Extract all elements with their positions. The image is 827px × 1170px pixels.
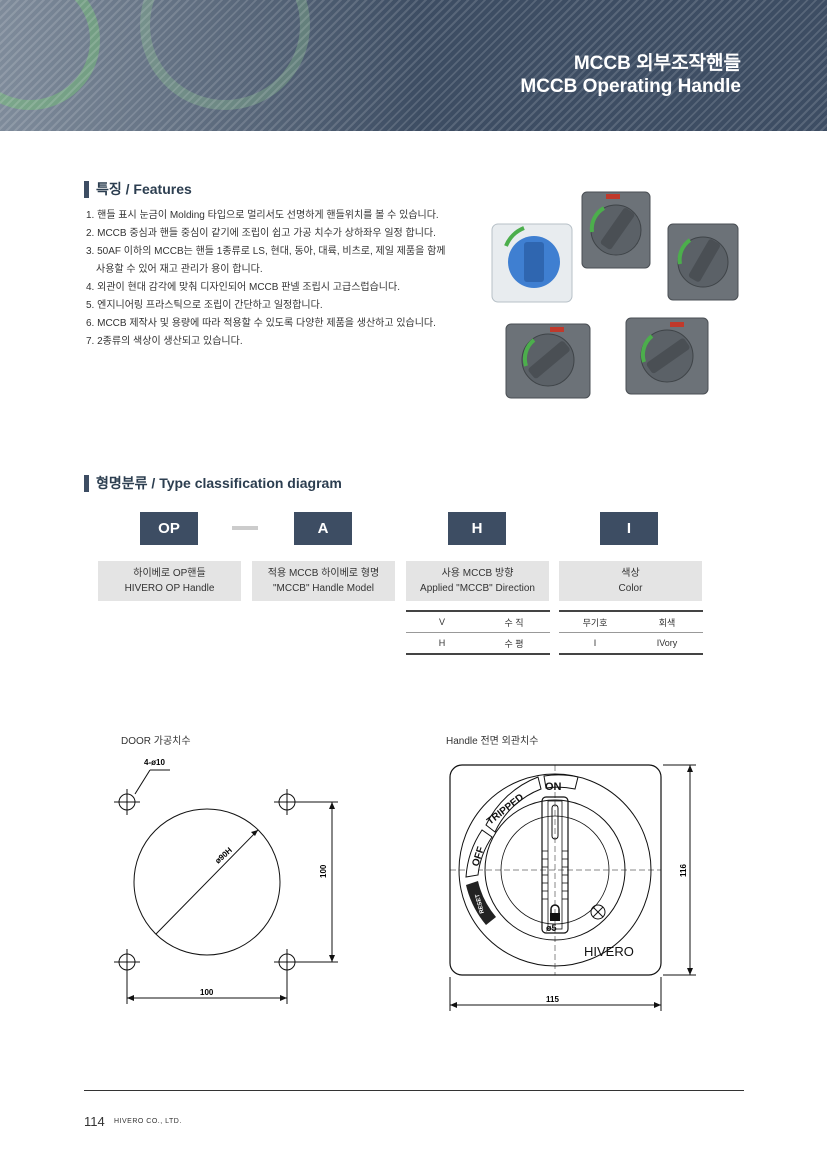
label-direction: 사용 MCCB 방향 Applied "MCCB" Direction: [406, 561, 549, 601]
banner-stripes: [0, 0, 827, 131]
page-number: 114: [84, 1114, 105, 1129]
feature-item: 1. 핸들 표시 눈금이 Molding 타입으로 멀리서도 선명하게 핸들위치…: [86, 210, 439, 221]
color-table: 무기호 회색 I IVory: [559, 610, 703, 655]
features-heading-text: 특징 / Features: [96, 181, 192, 197]
code-op: OP: [140, 512, 198, 545]
reset-label: RESET: [475, 893, 486, 914]
feature-item: 2. MCCB 중심과 핸들 중심이 같기에 조립이 쉽고 가공 치수가 상하좌…: [86, 228, 436, 239]
table-row: H 수 평: [406, 632, 550, 655]
brand-logo-text: HIVERO: [584, 944, 634, 959]
page-title-ko: MCCB 외부조작핸들: [573, 53, 741, 74]
code-a: A: [294, 512, 352, 545]
lock-size-label: ø5: [546, 923, 557, 933]
heading-bar: [84, 180, 89, 198]
height-label: 100: [319, 864, 328, 878]
product-gray: [505, 323, 591, 399]
table-cell: I: [559, 632, 631, 655]
product-photos: [491, 191, 739, 399]
label-en: Color: [618, 583, 643, 594]
label-ko: 사용 MCCB 방향: [441, 568, 514, 579]
screw-icon: [590, 904, 606, 920]
table-cell: 수 평: [478, 632, 550, 655]
code-i: I: [600, 512, 658, 545]
handle-drawing-title: Handle 전면 외관치수: [446, 736, 539, 747]
table-cell: V: [406, 610, 478, 633]
label-ko: 색상: [621, 568, 640, 579]
label-ko: 하이베로 OP핸들: [133, 568, 206, 579]
feature-item: 4. 외관이 현대 감각에 맞춰 디자인되어 MCCB 판넬 조립시 고급스럽습…: [86, 282, 400, 293]
code-dash: [232, 526, 258, 530]
diameter-label: ø90H: [213, 846, 234, 866]
footer-divider: [84, 1090, 744, 1091]
product-gray: [581, 191, 651, 269]
label-en: "MCCB" Handle Model: [272, 583, 375, 594]
table-cell: 회색: [631, 610, 703, 633]
table-row: 무기호 회색: [559, 610, 703, 633]
door-drawing-title: DOOR 가공치수: [121, 736, 191, 747]
feature-item: 6. MCCB 제작사 및 용량에 따라 적용할 수 있도록 다양한 제품을 생…: [86, 318, 436, 329]
direction-table: V 수 직 H 수 평: [406, 610, 550, 655]
label-en: HIVERO OP Handle: [124, 583, 215, 594]
leader-line: [134, 769, 151, 795]
table-row: V 수 직: [406, 610, 550, 633]
code-h: H: [448, 512, 506, 545]
holes-label: 4-ø10: [144, 758, 165, 767]
features-list: 1. 핸들 표시 눈금이 Molding 타입으로 멀리서도 선명하게 핸들위치…: [86, 207, 481, 351]
door-cutout-drawing: 4-ø10 ø90H 100 100: [114, 758, 338, 1004]
product-gray: [667, 223, 739, 301]
on-label: ON: [545, 781, 562, 793]
type-heading-text: 형명분류 / Type classification diagram: [96, 475, 342, 491]
feature-item: 사용할 수 있어 재고 관리가 용이 합니다.: [96, 264, 263, 275]
header-banner: MCCB 외부조작핸들 MCCB Operating Handle: [0, 0, 827, 131]
label-color: 색상 Color: [559, 561, 702, 601]
table-cell: H: [406, 632, 478, 655]
table-cell: IVory: [631, 632, 703, 655]
width-label: 100: [200, 988, 214, 997]
diameter-line: [155, 829, 259, 935]
label-ko: 적용 MCCB 하이베로 형명: [267, 568, 380, 579]
table-row: I IVory: [559, 632, 703, 655]
company-name: HIVERO CO., LTD.: [114, 1118, 182, 1125]
label-model: 적용 MCCB 하이베로 형명 "MCCB" Handle Model: [252, 561, 395, 601]
product-gray: [625, 317, 709, 395]
product-ivory: [491, 223, 573, 303]
label-en: Applied "MCCB" Direction: [420, 583, 535, 594]
label-op: 하이베로 OP핸들 HIVERO OP Handle: [98, 561, 241, 601]
features-heading: 특징 / Features: [84, 179, 192, 199]
feature-item: 5. 엔지니어링 프라스틱으로 조립이 간단하고 일정합니다.: [86, 300, 323, 311]
padlock-icon: [550, 913, 560, 921]
center-cutout: [133, 808, 281, 956]
type-heading: 형명분류 / Type classification diagram: [84, 473, 342, 493]
reset-segment: [466, 881, 496, 925]
height-label: 116: [679, 864, 688, 877]
heading-bar: [84, 474, 89, 492]
handle-front-drawing: ON TRIPPED OFF RESET ø5 HIVERO 115 116: [449, 764, 696, 1011]
page-title-en: MCCB Operating Handle: [520, 76, 741, 97]
width-label: 115: [546, 995, 559, 1004]
feature-item: 7. 2종류의 색상이 생산되고 있습니다.: [86, 336, 243, 347]
banner-gauge-decoration: [0, 0, 100, 110]
handle-lever: [541, 796, 569, 934]
table-cell: 무기호: [559, 610, 631, 633]
feature-item: 3. 50AF 이하의 MCCB는 핸들 1종류로 LS, 현대, 동아, 대륙…: [86, 246, 446, 257]
table-cell: 수 직: [478, 610, 550, 633]
